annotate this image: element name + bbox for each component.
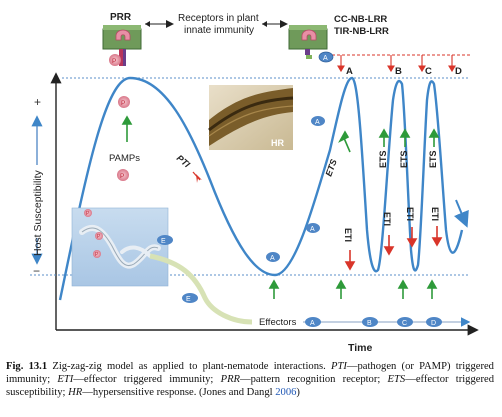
y-axis-label: Host Susceptibility <box>32 169 44 256</box>
effector-a-marker-top <box>318 51 334 63</box>
receptors-line2: innate immunity <box>184 25 254 36</box>
ets-label-3: ETS <box>399 150 409 168</box>
minus-label: − <box>33 264 40 278</box>
svg-text:P: P <box>112 58 116 65</box>
svg-text:E: E <box>161 238 166 245</box>
tir-nb-lrr-label: TIR-NB-LRR <box>334 26 389 37</box>
pamp-marker-1: P <box>109 54 121 66</box>
chain-marker-b: B <box>362 317 378 327</box>
nematode-image <box>71 207 169 287</box>
pamp-marker-2: P <box>118 96 130 108</box>
effector-a-marker-curve-3: A <box>266 252 280 262</box>
nematode-p-1: P <box>86 211 90 217</box>
caption-citation-year[interactable]: 2006 <box>275 387 297 398</box>
time-label: Time <box>348 342 372 354</box>
stage-letter-b: B <box>395 66 402 77</box>
svg-text:P: P <box>121 100 125 107</box>
stage-letter-a: A <box>346 66 353 77</box>
effector-a-marker-curve-2: A <box>306 223 320 233</box>
ets-label-2: ETS <box>378 150 388 168</box>
receptors-line1: Receptors in plant <box>178 13 259 24</box>
svg-text:A: A <box>315 119 320 126</box>
eti-label-4: ETI <box>430 207 440 221</box>
susceptibility-curve <box>58 76 464 301</box>
stage-drop-arrows <box>337 55 456 73</box>
eti-label-2: ETI <box>382 212 392 226</box>
svg-text:D: D <box>431 320 436 327</box>
cc-nb-lrr-label: CC-NB-LRR <box>334 14 387 25</box>
hr-label: HR <box>271 138 284 148</box>
eti-label-3: ETI <box>405 207 415 221</box>
effector-e-marker-1: E <box>157 235 173 245</box>
svg-text:A: A <box>310 320 315 327</box>
effectors-label: Effectors <box>259 317 297 328</box>
effector-a-marker-curve-1: A <box>311 116 325 126</box>
prr-receptor <box>102 25 142 66</box>
ets-label-4: ETS <box>428 150 438 168</box>
curve-end-arrow <box>454 199 469 228</box>
chain-marker-d: D <box>426 317 442 327</box>
nematode-p-2: P <box>97 234 101 240</box>
prr-label: PRR <box>110 12 132 23</box>
effector-flow-path <box>149 253 253 325</box>
svg-text:B: B <box>367 320 372 327</box>
green-up-arrows <box>121 115 440 299</box>
svg-text:E: E <box>186 296 191 303</box>
caption-fig: Fig. 13.1 <box>6 361 48 372</box>
effector-a-text-top: A <box>323 55 328 62</box>
hr-image <box>208 85 294 150</box>
red-down-arrows <box>344 226 443 271</box>
stage-letter-c: C <box>425 66 432 77</box>
pamp-marker-3: P <box>117 169 129 181</box>
svg-text:C: C <box>402 320 407 327</box>
pamps-label: PAMPs <box>109 153 140 164</box>
chain-marker-a: A <box>305 317 321 327</box>
stage-letter-d: D <box>455 66 462 77</box>
effector-e-marker-2: E <box>182 293 198 303</box>
pti-label: PTI <box>175 153 193 170</box>
nblrr-receptor <box>288 25 328 59</box>
eti-label-1: ETI <box>343 228 353 242</box>
chain-marker-c: C <box>397 317 413 327</box>
svg-text:A: A <box>270 255 275 262</box>
plus-label: + <box>34 95 41 109</box>
figure-caption: Fig. 13.1 Zig-zag-zig model as applied t… <box>6 361 494 398</box>
svg-text:P: P <box>120 173 124 180</box>
nematode-p-3: P <box>95 252 99 258</box>
svg-text:A: A <box>310 226 315 233</box>
